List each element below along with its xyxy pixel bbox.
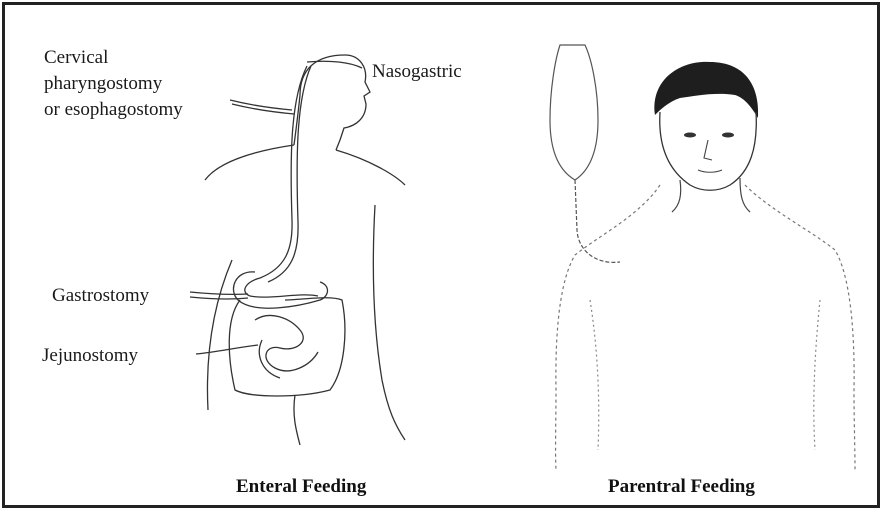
left-arm xyxy=(590,300,599,450)
face-outline xyxy=(660,112,757,190)
hair xyxy=(654,62,758,118)
right-arm xyxy=(814,300,820,450)
left-eye xyxy=(684,133,696,138)
label-cervical-line1: Cervical xyxy=(44,46,108,69)
label-cervical-line2: pharyngostomy xyxy=(44,72,162,95)
label-nasogastric: Nasogastric xyxy=(372,60,462,83)
mouth xyxy=(698,170,722,172)
caption-parenteral-feeding: Parentral Feeding xyxy=(608,476,755,498)
nose xyxy=(704,140,712,160)
neck xyxy=(672,178,750,212)
label-gastrostomy: Gastrostomy xyxy=(52,284,149,307)
torso-outline xyxy=(556,185,855,470)
caption-enteral-feeding: Enteral Feeding xyxy=(236,476,366,498)
iv-bag xyxy=(550,45,598,180)
label-jejunostomy: Jejunostomy xyxy=(42,344,138,367)
label-cervical-line3: or esophagostomy xyxy=(44,98,183,121)
right-eye xyxy=(722,133,734,138)
